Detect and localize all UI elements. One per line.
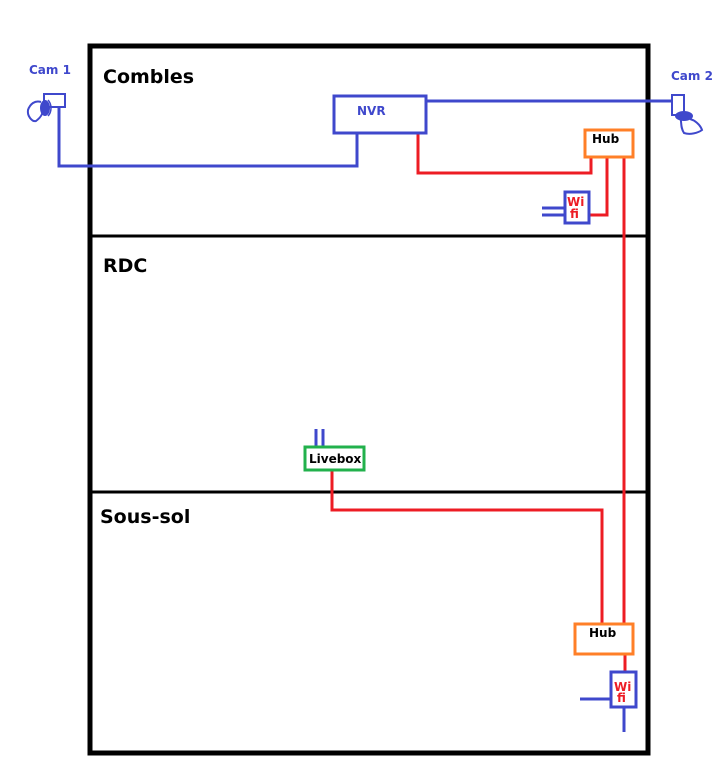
hub-combles-label: Hub: [592, 132, 620, 146]
wifi-soussol-label-2: fi: [617, 691, 626, 705]
cam1-label: Cam 1: [29, 63, 71, 77]
floor-label-combles: Combles: [103, 66, 194, 88]
hub-soussol[interactable]: Hub: [573, 622, 635, 656]
cam1-security-camera-icon: [26, 93, 66, 123]
cable-nvr-hub-top: [416, 133, 593, 175]
livebox-device[interactable]: Livebox: [303, 429, 366, 472]
wifi-combles-label-1: Wi: [567, 195, 584, 209]
nvr-label: NVR: [357, 104, 386, 118]
hub-soussol-label: Hub: [589, 626, 617, 640]
cam2-security-camera-icon: [671, 94, 704, 135]
wifi-combles-label-2: fi: [570, 207, 579, 221]
cam2-label: Cam 2: [671, 69, 713, 83]
wifi-combles[interactable]: Wi fi: [542, 190, 591, 225]
wifi-soussol[interactable]: Wi fi: [580, 670, 638, 732]
livebox-label: Livebox: [309, 452, 362, 466]
nvr-device[interactable]: NVR: [332, 94, 428, 135]
floor-label-rdc: RDC: [103, 255, 147, 277]
cable-cam1-nvr: [57, 107, 359, 168]
cable-hub-top-wifi-top: [589, 157, 609, 217]
hub-combles[interactable]: Hub: [583, 128, 635, 159]
floor-label-soussol: Sous-sol: [100, 506, 190, 528]
building-outline: [87, 43, 651, 756]
wifi-soussol-label-1: Wi: [614, 680, 631, 694]
cable-livebox-hub-bottom: [330, 470, 604, 624]
